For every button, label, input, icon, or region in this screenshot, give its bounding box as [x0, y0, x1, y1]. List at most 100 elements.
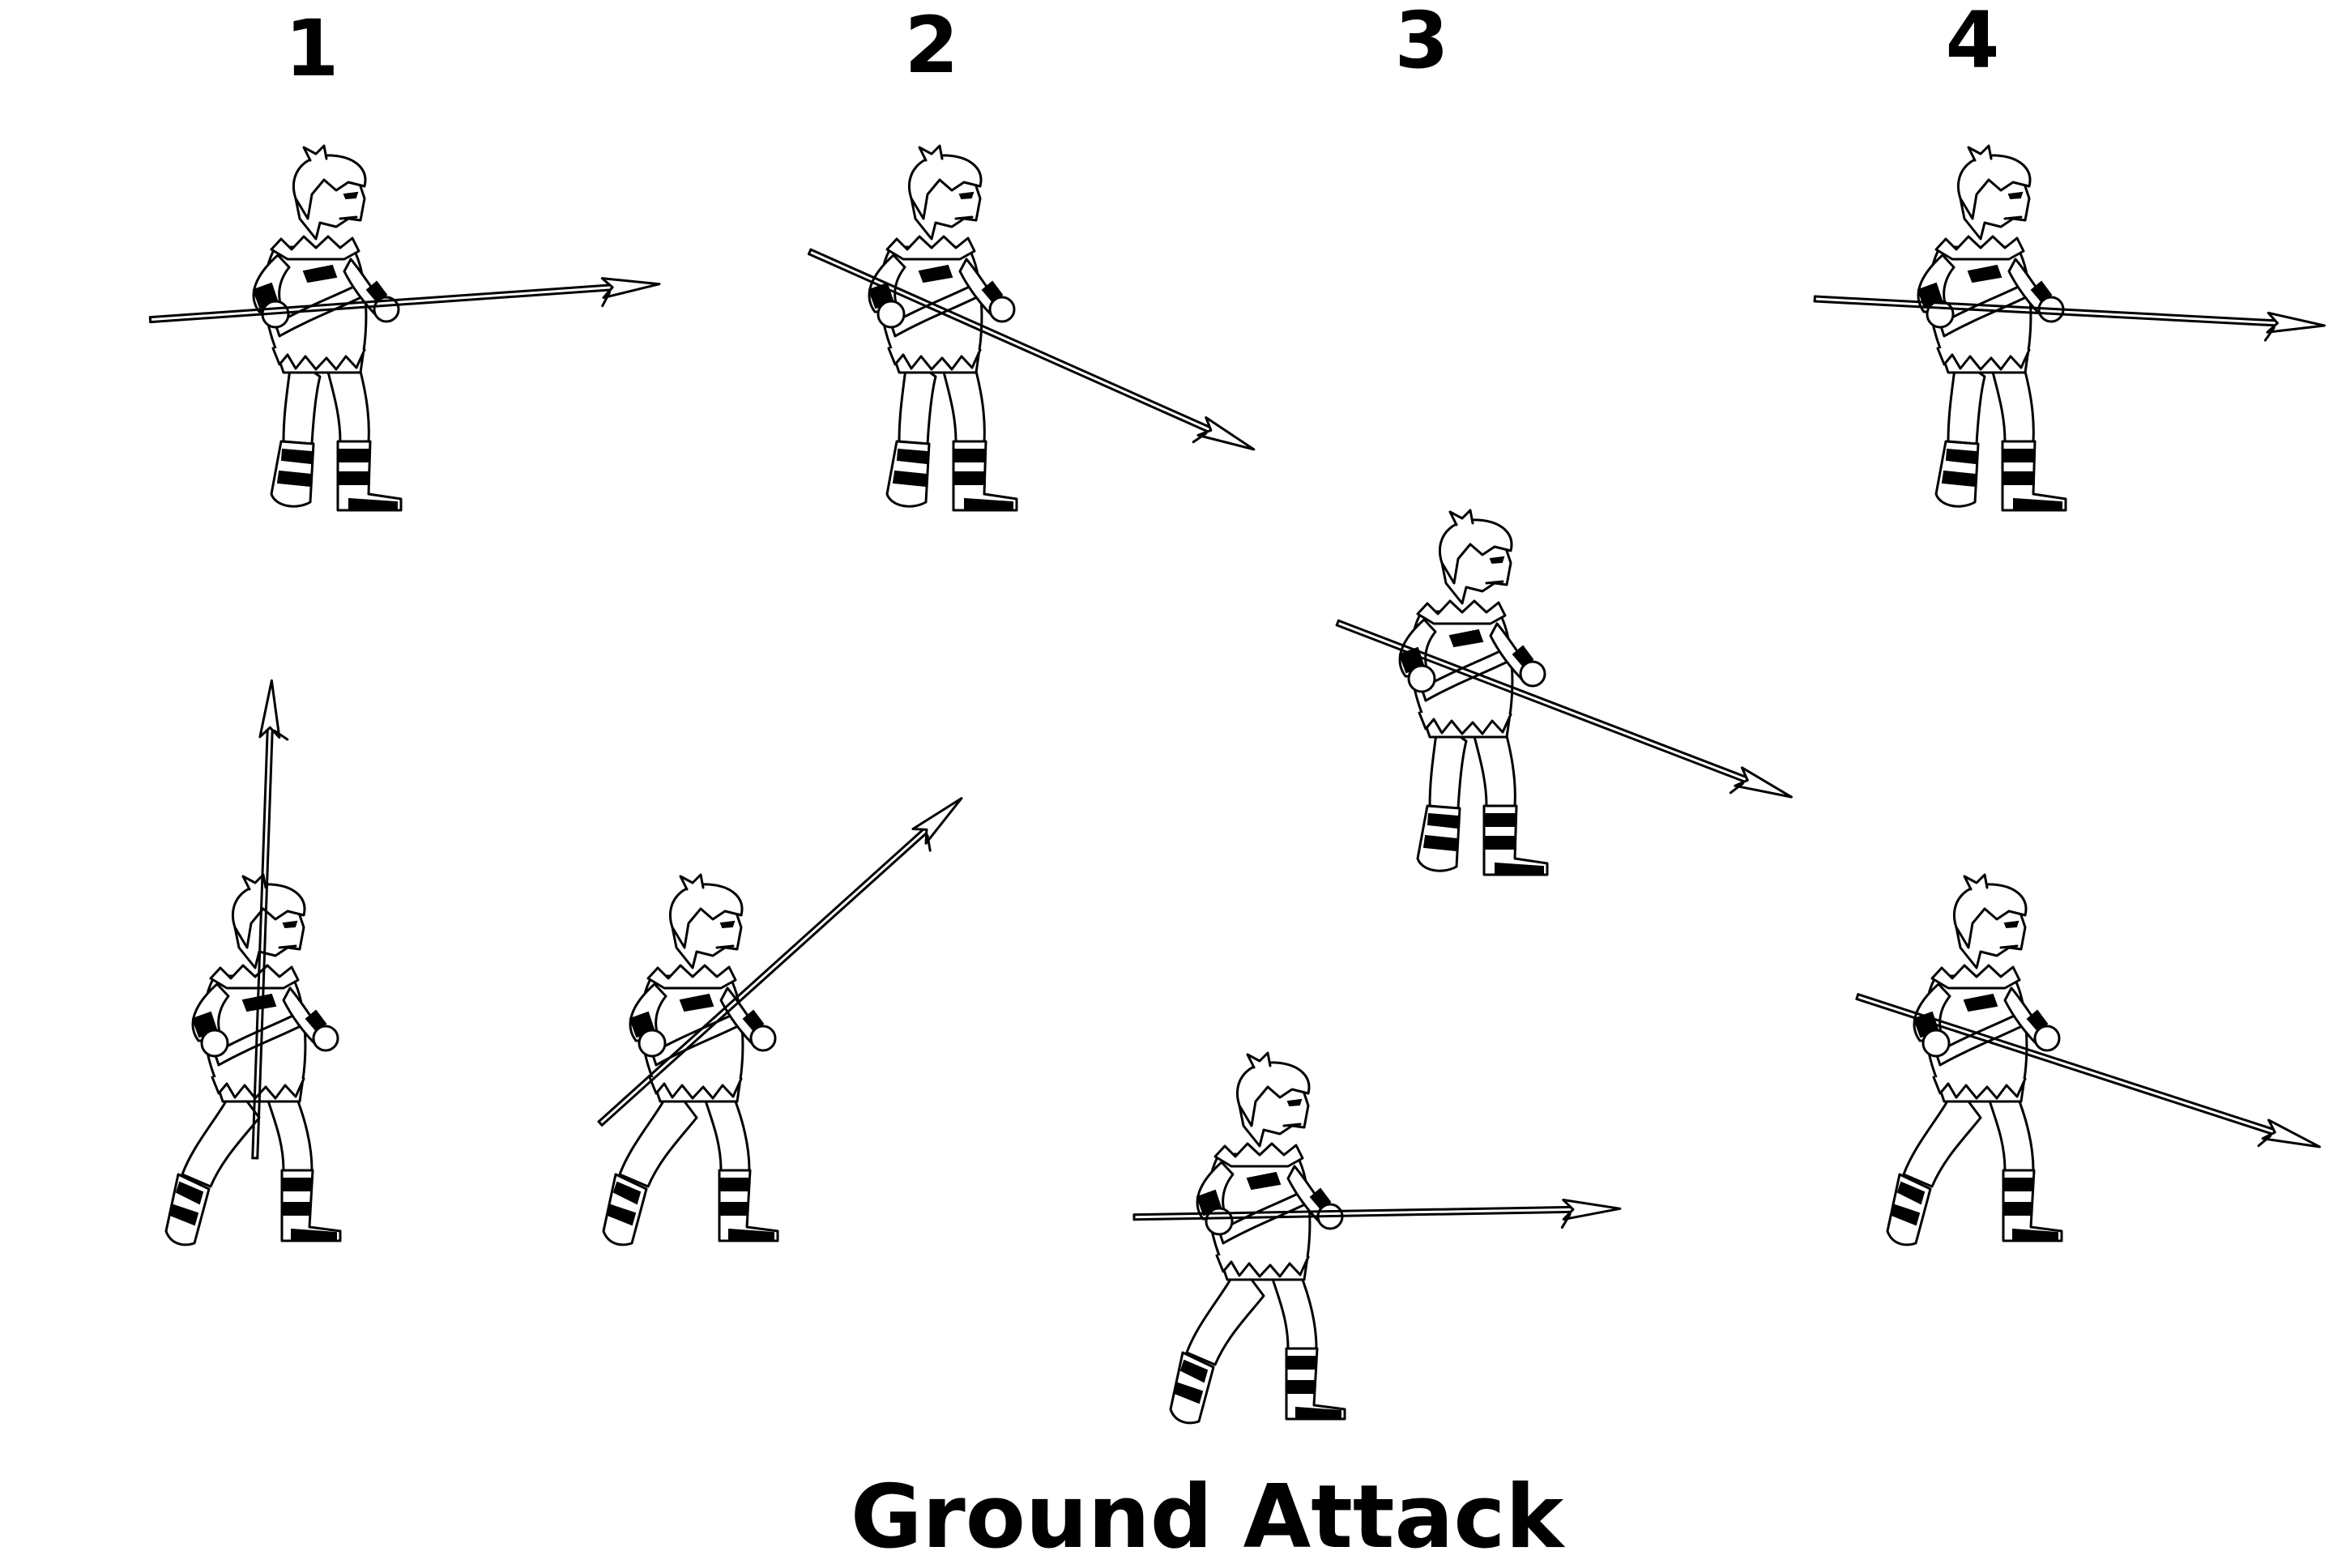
back-hand: [1927, 301, 1953, 327]
spear-shaft: [599, 818, 936, 1122]
mouth: [956, 217, 972, 219]
front-hand: [751, 1026, 775, 1050]
boot-wrap: [2005, 1203, 2032, 1215]
warrior-sprite-frame-4-top: [1814, 146, 2325, 510]
mouth: [2001, 946, 2017, 948]
fur-collar: [1936, 236, 2024, 259]
fur-collar: [648, 965, 736, 988]
legs: [1887, 1085, 2062, 1245]
eye: [284, 922, 296, 927]
eye: [1491, 557, 1503, 563]
spear: [1814, 289, 2325, 343]
spear-head: [1735, 768, 1795, 806]
front-hand: [313, 1026, 338, 1050]
boot-wrap: [278, 471, 311, 486]
mouth: [717, 946, 733, 948]
spear-butt: [1857, 995, 1858, 999]
head: [1958, 146, 2030, 239]
boot-wrap: [284, 1178, 311, 1191]
legs: [1936, 356, 2066, 510]
spear-shaft: [1857, 999, 2288, 1139]
legs: [271, 356, 401, 510]
boot-wrap: [1943, 471, 1976, 486]
head: [232, 875, 305, 968]
sheet-caption: Ground Attack: [851, 1474, 1563, 1562]
topknot: [1964, 875, 1987, 889]
spear-shaft: [1338, 620, 1762, 783]
boot-wrap: [1424, 836, 1457, 850]
warrior-sprite-frame-1-top: [150, 146, 661, 510]
topknot: [1450, 510, 1473, 525]
spear-head: [602, 275, 660, 298]
spear-head: [913, 791, 968, 844]
warrior-sprite-frame-2-bottom: [594, 791, 974, 1245]
head: [1237, 1053, 1309, 1146]
boot-wrap: [2004, 472, 2034, 484]
spear-shaft: [1858, 995, 2290, 1135]
spear: [803, 243, 1258, 466]
back-hand: [1923, 1030, 1949, 1056]
front-hand: [990, 297, 1014, 322]
spear-butt: [1337, 620, 1338, 625]
boot-wrap: [2005, 1178, 2032, 1191]
topknot: [1968, 146, 1991, 160]
spear-shaft: [808, 254, 1223, 439]
warrior-sprite-frame-3-middle: [1331, 510, 1794, 875]
boot-wrap: [1288, 1357, 1316, 1369]
mouth: [1486, 582, 1503, 583]
boot-wrap: [1486, 814, 1516, 826]
eye: [960, 193, 973, 198]
eye: [2005, 922, 2018, 927]
boot-wrap: [721, 1178, 749, 1191]
fur-collar: [271, 236, 359, 259]
spear-barb: [921, 836, 936, 851]
head: [670, 875, 742, 968]
boot-wrap: [955, 472, 985, 484]
fur-collar: [211, 965, 298, 988]
front-hand: [2035, 1026, 2059, 1050]
boot-wrap: [955, 450, 985, 462]
fur-collar: [887, 236, 975, 259]
warrior-sprite-frame-4-bottom: [1852, 875, 2322, 1245]
boot-wrap: [1428, 814, 1458, 828]
topknot: [919, 146, 942, 160]
boot-wrap: [1486, 837, 1516, 849]
head: [1439, 510, 1512, 603]
boot-wrap: [1947, 450, 1977, 463]
boot-wrap: [284, 1203, 310, 1215]
fur-collar: [1932, 965, 2020, 988]
boot-wrap: [894, 471, 927, 486]
warrior-sprite-frame-3-bottom: [1134, 1053, 1621, 1423]
legs: [604, 1085, 778, 1245]
boot-wrap: [721, 1203, 748, 1215]
mouth: [1284, 1124, 1300, 1126]
boot-wrap: [2004, 450, 2034, 462]
legs: [1171, 1263, 1345, 1423]
eye: [1288, 1100, 1301, 1106]
front-hand: [1521, 662, 1545, 686]
topknot: [1248, 1053, 1270, 1067]
warrior-sprite-frame-1-bottom: [166, 680, 340, 1245]
head: [293, 146, 365, 239]
back-hand: [639, 1030, 665, 1056]
eye: [344, 193, 357, 198]
spear: [1331, 614, 1794, 814]
head: [1954, 875, 2026, 968]
mouth: [279, 946, 296, 948]
back-hand: [1409, 666, 1435, 692]
spear-head: [2267, 313, 2325, 335]
spear: [150, 275, 661, 338]
spear-head: [1198, 417, 1258, 458]
spear-head: [2263, 1120, 2322, 1156]
head: [909, 146, 981, 239]
eye: [721, 922, 734, 927]
boot-wrap: [339, 450, 369, 462]
boot-wrap: [282, 450, 312, 463]
legs: [1418, 721, 1547, 875]
fur-collar: [1418, 601, 1505, 624]
spear-head: [260, 680, 281, 738]
spear-head: [1563, 1199, 1620, 1219]
eye: [2009, 193, 2022, 198]
back-hand: [202, 1030, 228, 1056]
